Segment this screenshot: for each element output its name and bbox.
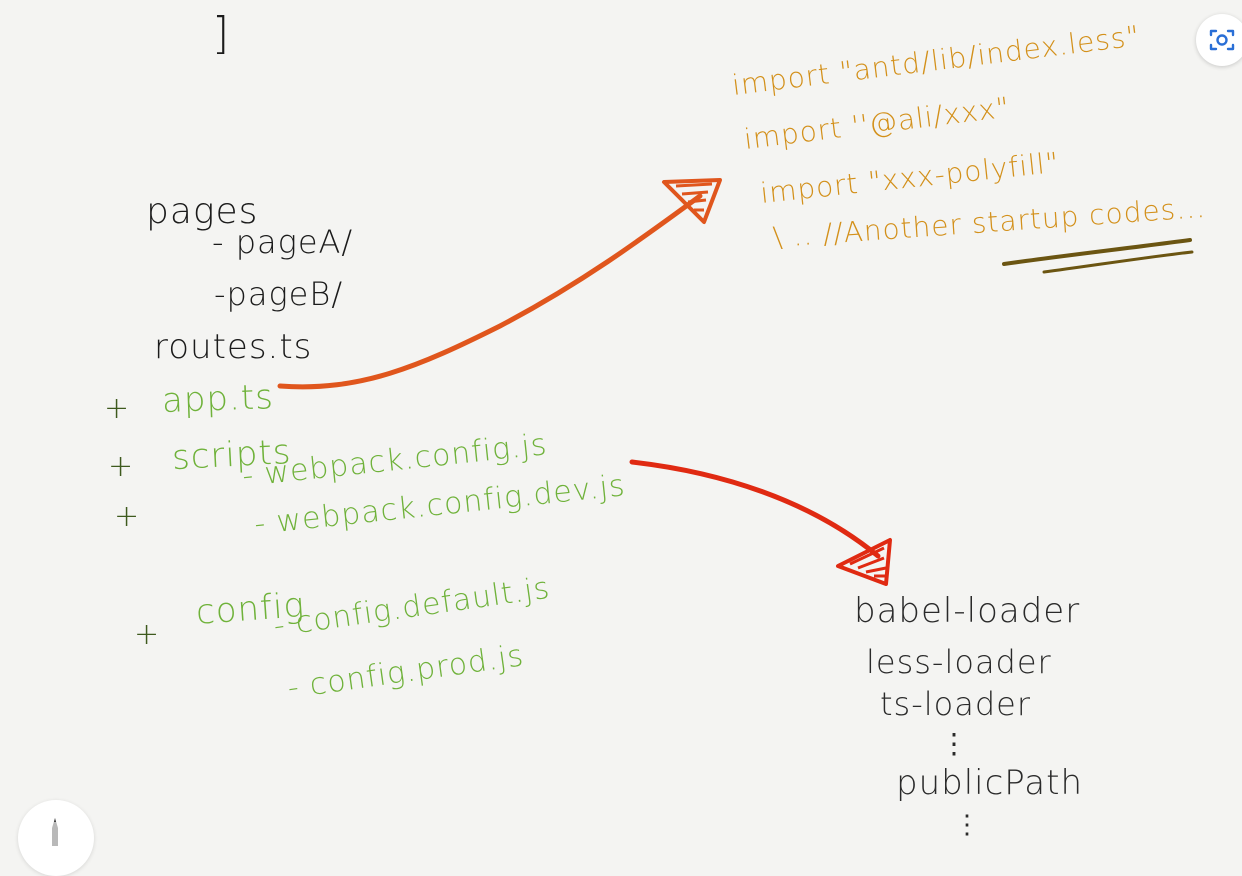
arrow-scripts-to-loaders xyxy=(629,459,881,559)
public-path: publicPath xyxy=(896,763,1083,803)
folder-pages: pages xyxy=(146,191,259,232)
file-routes: routes.ts xyxy=(154,327,313,367)
plus-mark: + xyxy=(134,617,161,652)
pen-icon xyxy=(52,818,58,846)
ts-loader: ts-loader xyxy=(880,685,1031,723)
plus-mark: + xyxy=(108,449,135,484)
scan-tool-button[interactable] xyxy=(1196,14,1242,66)
startup-underline xyxy=(1002,238,1192,266)
ellipsis-vertical: ⋮ xyxy=(940,727,969,760)
sketch-canvas: ] pages - pageA/ -pageB/ routes.ts + + +… xyxy=(104,8,1207,840)
arrow-head-lower xyxy=(836,538,892,586)
folder-pageA: - pageA/ xyxy=(212,223,354,261)
arrow-head-upper xyxy=(662,178,722,224)
bracket-mark: ] xyxy=(212,8,231,59)
plus-mark: + xyxy=(104,391,131,426)
sketch-strokes xyxy=(277,178,1194,586)
ellipsis-vertical: ⋮ xyxy=(954,810,981,840)
folder-pageB: -pageB/ xyxy=(214,275,344,313)
less-loader: less-loader xyxy=(866,643,1052,681)
scan-camera-icon xyxy=(1209,29,1235,51)
babel-loader: babel-loader xyxy=(854,591,1081,631)
plus-mark: + xyxy=(114,499,141,534)
arrow-app-to-imports xyxy=(277,193,703,390)
